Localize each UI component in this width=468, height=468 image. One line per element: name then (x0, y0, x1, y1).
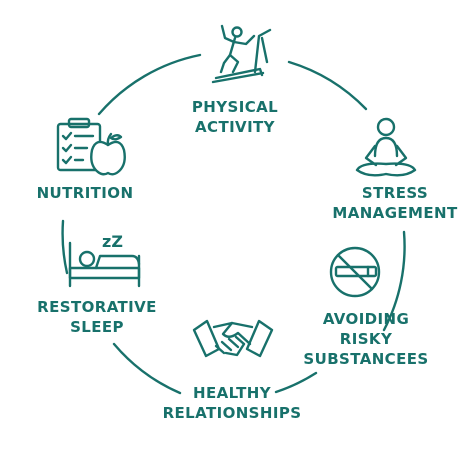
clipboard-apple-icon (56, 117, 126, 176)
label-stress-management: STRESS MANAGEMENT (325, 183, 465, 223)
ring-segment-top-left (97, 53, 202, 116)
bed-sleep-icon (68, 241, 141, 288)
label-nutrition: NUTRITION (20, 183, 150, 203)
label-line: SLEEP (70, 318, 124, 336)
ring-segment-bottom-right (274, 371, 318, 394)
no-smoking-icon (329, 246, 381, 298)
label-healthy-relationships: HEALTHY RELATIONSHIPS (144, 383, 320, 423)
label-line: MANAGEMENT (332, 204, 458, 222)
label-line: PHYSICAL (191, 98, 279, 116)
label-avoiding-risky-substances: AVOIDING RISKY SUBSTANCEES (300, 309, 432, 369)
label-line: RELATIONSHIPS (162, 404, 302, 422)
label-line: ACTIVITY (195, 118, 275, 136)
label-physical-activity: PHYSICAL ACTIVITY (150, 97, 320, 137)
label-line: SUBSTANCEES (303, 350, 429, 368)
ring-segment-left (61, 219, 69, 275)
label-line: HEALTHY (193, 384, 271, 402)
sleep-zz-icon: zZ (102, 232, 123, 251)
treadmill-runner-icon (211, 24, 272, 84)
label-line: RESTORATIVE (37, 298, 157, 316)
label-line: STRESS (361, 184, 429, 202)
label-restorative-sleep: RESTORATIVE SLEEP (22, 297, 172, 337)
cycle-ring (61, 53, 406, 395)
label-line: AVOIDING (322, 310, 410, 328)
ring-segment-top-right (287, 60, 368, 111)
ring-segment-right (382, 230, 406, 332)
handshake-icon (192, 319, 274, 358)
label-line: NUTRITION (36, 184, 134, 202)
meditation-icon (355, 117, 417, 177)
ring-segment-bottom-left (112, 342, 182, 395)
label-line: RISKY (339, 330, 393, 348)
